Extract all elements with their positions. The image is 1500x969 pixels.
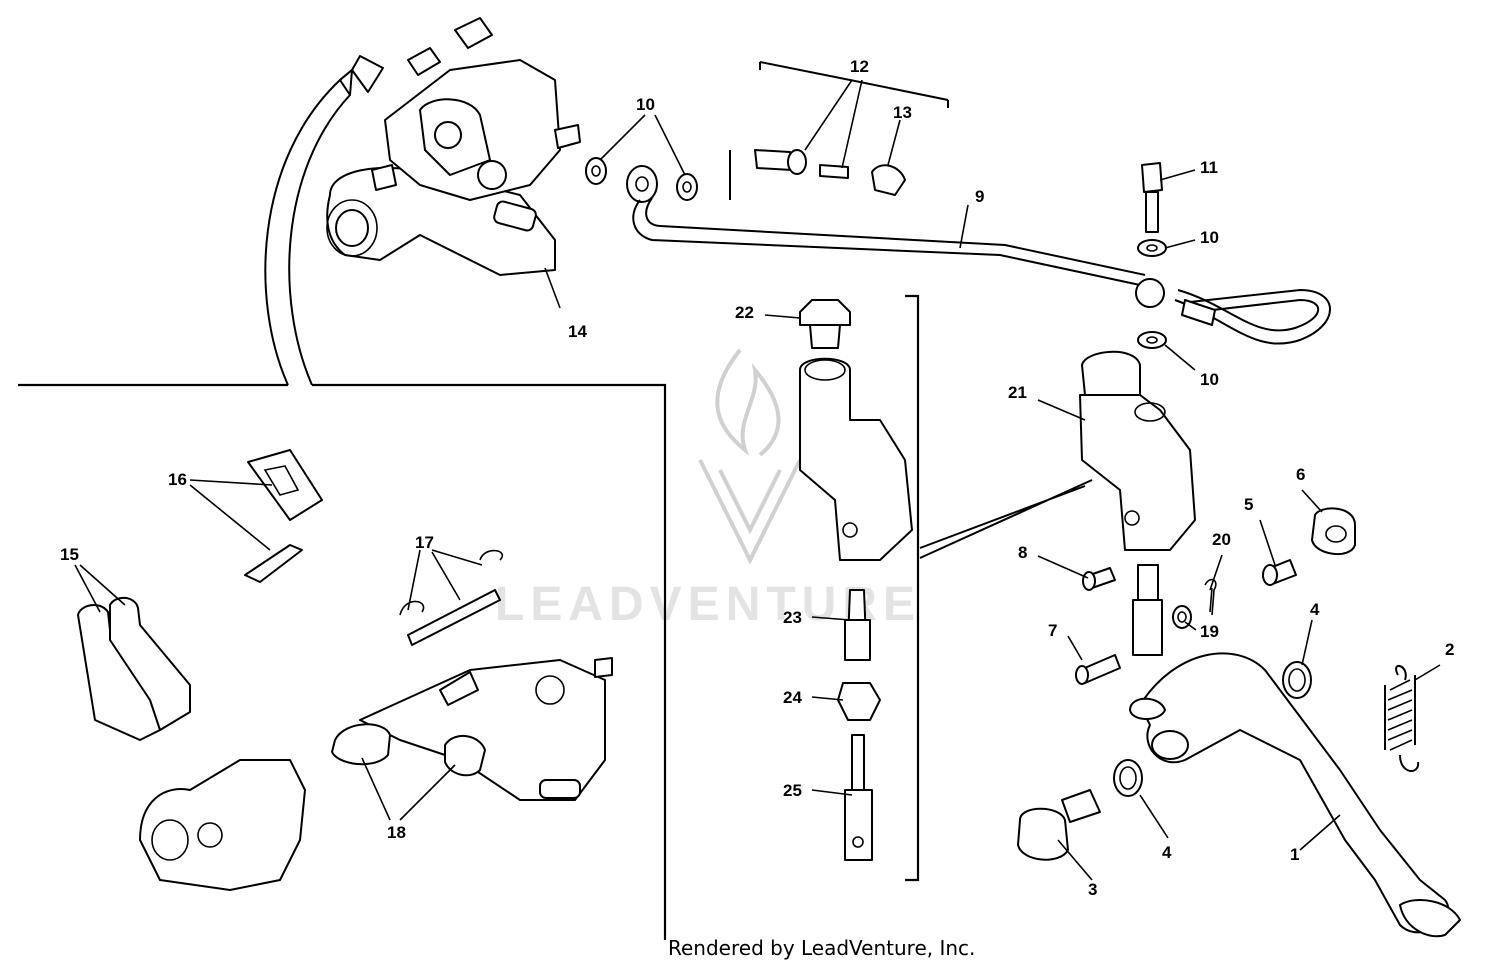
callout-1: 1 <box>1290 845 1299 864</box>
callout-5: 5 <box>1244 495 1253 514</box>
frame-lines <box>18 294 1093 940</box>
washer-10-lower <box>1137 331 1167 349</box>
callout-11: 11 <box>1200 158 1218 177</box>
return-spring <box>1384 665 1420 772</box>
washer-10-mid <box>1137 239 1167 257</box>
callout-25: 25 <box>783 781 802 800</box>
leader-lines <box>74 79 1441 881</box>
rear-brake-caliper-assembly <box>326 17 581 276</box>
callout-2: 2 <box>1445 640 1454 659</box>
callout-20: 20 <box>1212 530 1231 549</box>
callout-10-caliper: 10 <box>636 95 655 114</box>
callout-10-top: 10 <box>1200 228 1219 247</box>
master-cylinder <box>1079 350 1196 656</box>
callout-24: 24 <box>783 688 802 707</box>
washer-10-upper <box>585 157 607 185</box>
washer-10-upper-right <box>676 173 698 201</box>
callout-3: 3 <box>1088 880 1097 899</box>
caliper-lower-detail <box>139 657 613 891</box>
callout-18: 18 <box>387 823 406 842</box>
callout-10-bottom: 10 <box>1200 370 1219 389</box>
master-cylinder-exploded <box>799 299 913 861</box>
pad-spring-16 <box>244 449 323 583</box>
callout-9: 9 <box>975 187 984 206</box>
callout-15: 15 <box>60 545 79 564</box>
callout-13: 13 <box>893 103 912 122</box>
hose-fitting-parts <box>729 61 949 200</box>
o-ring-4-upper <box>1282 661 1312 699</box>
banjo-fitting <box>626 165 658 203</box>
callout-21: 21 <box>1008 383 1027 402</box>
o-ring-4-lower <box>1113 759 1143 797</box>
brake-hose <box>632 197 1331 345</box>
callout-22: 22 <box>735 303 754 322</box>
cotter-pin-20 <box>1204 578 1217 616</box>
callout-7: 7 <box>1048 621 1057 640</box>
piston-18 <box>331 723 486 777</box>
callout-labels: 1 2 3 4 4 5 6 7 8 9 10 10 10 10 11 12 13… <box>60 57 1454 899</box>
callout-17: 17 <box>415 533 434 552</box>
curved-arrow-icon <box>264 55 384 386</box>
callout-14: 14 <box>568 322 587 341</box>
callout-16: 16 <box>168 470 187 489</box>
pad-pin-17 <box>399 549 504 646</box>
bolt-8 <box>1082 567 1116 591</box>
brake-pedal <box>1129 652 1461 938</box>
callout-6: 6 <box>1296 465 1305 484</box>
callout-8: 8 <box>1018 543 1027 562</box>
callout-19: 19 <box>1200 622 1219 641</box>
bolt-5 <box>1262 559 1297 586</box>
brake-pads-15 <box>77 596 191 741</box>
bushing-6 <box>1311 507 1356 556</box>
callout-12: 12 <box>850 57 869 76</box>
callout-4-lower: 4 <box>1162 843 1172 862</box>
footer-credit: Rendered by LeadVenture, Inc. <box>668 936 976 960</box>
pivot-bolt <box>1017 789 1101 861</box>
callout-23: 23 <box>783 608 802 627</box>
banjo-bolt <box>1141 162 1163 233</box>
pin-7 <box>1075 654 1121 685</box>
callout-4-upper: 4 <box>1310 600 1320 619</box>
